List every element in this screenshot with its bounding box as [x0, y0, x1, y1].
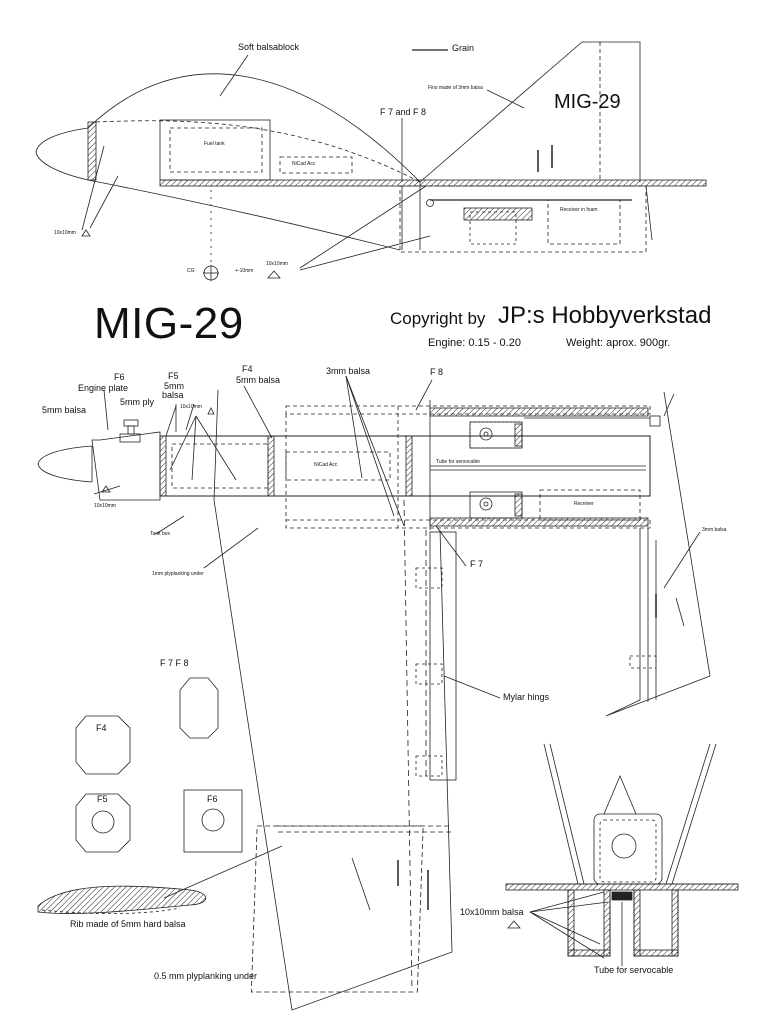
former-f5-label: F5 [97, 794, 108, 804]
ply-under-top-label: 1mm plyplanking under [152, 571, 204, 577]
stock-triangle-2 [267, 270, 281, 279]
ply-label: 5mm ply [120, 397, 155, 407]
tank-box-label: Tank box [150, 531, 171, 537]
tank-box [171, 443, 269, 489]
copyright-prefix: Copyright by [390, 309, 486, 328]
f5-label: F5 [168, 371, 179, 381]
former-f7-f8 [179, 677, 219, 739]
side-lower-box [399, 185, 647, 253]
nicad-top [285, 451, 391, 481]
top-view [37, 375, 711, 1011]
top-fin [605, 391, 711, 717]
former-f6-label: F6 [207, 794, 218, 804]
top-nose-cone [37, 445, 93, 483]
engine-plate-label: Engine plate [78, 383, 129, 393]
section-tube [611, 891, 633, 901]
pushrod-joint [426, 199, 434, 207]
three-mm-label: 3mm balsa [326, 366, 371, 376]
fuel-tank-bay [159, 119, 271, 181]
formers [75, 677, 243, 853]
mylar-label: Mylar hings [503, 692, 550, 702]
f7-label: F 7 [470, 559, 484, 569]
section-fin-right [671, 743, 717, 885]
f5-material-label: balsa [162, 390, 184, 400]
f7-f8-label: F 7 and F 8 [380, 107, 427, 117]
engine-spec: Engine: 0.15 - 0.20 [428, 337, 521, 349]
cg-label: CG [187, 268, 195, 274]
wing-ply-label: 0.5 mm plyplanking under [154, 971, 258, 981]
aileron [429, 531, 457, 781]
section-canopy [603, 774, 637, 815]
servo-box [463, 207, 533, 221]
servo-box-2 [469, 211, 517, 245]
tube-top-label: Tube for servocable [436, 459, 481, 465]
grain-label: Grain [452, 43, 475, 53]
receiver-top-label: Receiver [574, 501, 594, 507]
stock-triangle-1 [81, 229, 91, 237]
nicad-side-label: NiCad Acc [292, 161, 316, 167]
soft-balsa-block [87, 73, 421, 183]
side-longeron [159, 179, 707, 187]
side-fin [419, 41, 641, 183]
former-f6 [183, 789, 243, 853]
f8-label: F 8 [430, 367, 444, 377]
rib-profile [37, 845, 283, 915]
former-f4-label: F4 [96, 723, 107, 733]
copyright-name: JP:s Hobbyverkstad [498, 302, 712, 329]
fuel-tank [169, 127, 263, 173]
former-f5 [75, 793, 131, 853]
wing-spar [403, 499, 413, 991]
receiver-top [539, 489, 641, 521]
f4-balsa-label: 5mm balsa [236, 375, 281, 385]
weight-spec: Weight: aprox. 900gr. [566, 337, 671, 349]
nose-10-label: 10x10mm [94, 503, 116, 509]
f6-label: F6 [114, 372, 125, 382]
stock-label-a: 10x10mm [54, 230, 76, 236]
wing-outline [213, 499, 453, 1011]
former-f7-f8-label: F 7 F 8 [160, 658, 189, 668]
section-view [505, 743, 739, 966]
section-deck [505, 883, 739, 891]
cg-offset-label: +-10mm [235, 268, 254, 274]
tail-title: MIG-29 [554, 91, 621, 113]
nose-balsa-label: 5mm balsa [42, 405, 87, 415]
section-tube-label: Tube for servocable [594, 965, 674, 975]
side-view [35, 41, 707, 281]
receiver-side-label: Receiver in foam [560, 207, 598, 213]
rib-label: Rib made of 5mm hard balsa [70, 919, 186, 929]
side-frame-front [87, 121, 97, 181]
page-title: MIG-29 [94, 299, 244, 348]
nicad-box [279, 156, 353, 174]
f5-size-label: 5mm [164, 381, 184, 391]
servo-top-1 [469, 421, 523, 449]
side-lower-line [87, 179, 401, 251]
section-fin-left [543, 743, 579, 885]
section-box-right [633, 890, 679, 957]
canopy-inner-line [95, 120, 421, 183]
side-nose-cone [35, 127, 89, 181]
fins-label: Fins made of 3mm balsa [428, 85, 483, 91]
fin-balsa-label: 3mm balsa [702, 527, 727, 533]
fuel-tank-label: Fuel tank [204, 141, 225, 147]
nicad-top-label: NiCad Acc [314, 462, 338, 468]
former-f4 [75, 715, 131, 775]
f4-label: F4 [242, 364, 253, 374]
section-balsa-label: 10x10mm balsa [460, 907, 524, 917]
soft-balsablock-label: Soft balsablock [238, 42, 300, 52]
stock-label-b: 10x10mm [266, 261, 288, 267]
wing-tip-panel [250, 825, 424, 993]
tenten-label: 10x10mm [180, 404, 202, 410]
